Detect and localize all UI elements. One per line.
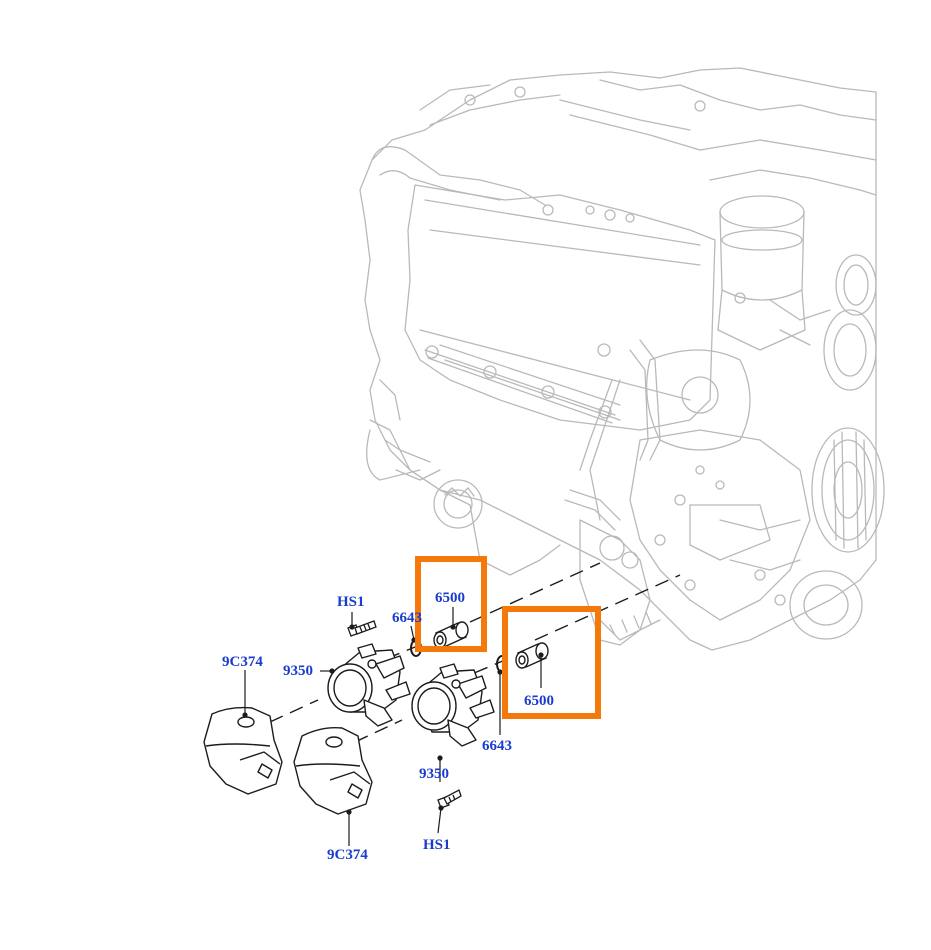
callout-6643-top: 6643 — [392, 610, 422, 626]
cover-9c374-left — [203, 706, 283, 795]
callout-hs1-top: HS1 — [337, 594, 365, 610]
callout-9c374-left: 9C374 — [222, 654, 263, 670]
callout-6500-left: 6500 — [435, 590, 465, 606]
callout-9350-bottom: 9350 — [419, 766, 449, 782]
bolt-hs1-top — [347, 620, 377, 637]
highlight-box-6500-right — [502, 606, 601, 719]
fuel-pump-9350-left — [327, 643, 411, 727]
bolt-hs1-bottom — [437, 789, 462, 809]
highlight-box-6500-left — [415, 556, 487, 652]
callout-6643-bottom: 6643 — [482, 738, 512, 754]
seal-6500-left — [433, 621, 469, 649]
engine-assembly — [359, 67, 885, 651]
callout-9350-left: 9350 — [283, 663, 313, 679]
callout-leaders — [242, 607, 544, 846]
callout-9c374-bottom: 9C374 — [327, 847, 368, 863]
fuel-pump-9350-right — [411, 663, 495, 747]
seal-6500-right — [515, 642, 549, 669]
callout-6500-right: 6500 — [524, 693, 554, 709]
callout-hs1-bottom: HS1 — [423, 837, 451, 853]
cover-9c374-right — [293, 726, 373, 815]
